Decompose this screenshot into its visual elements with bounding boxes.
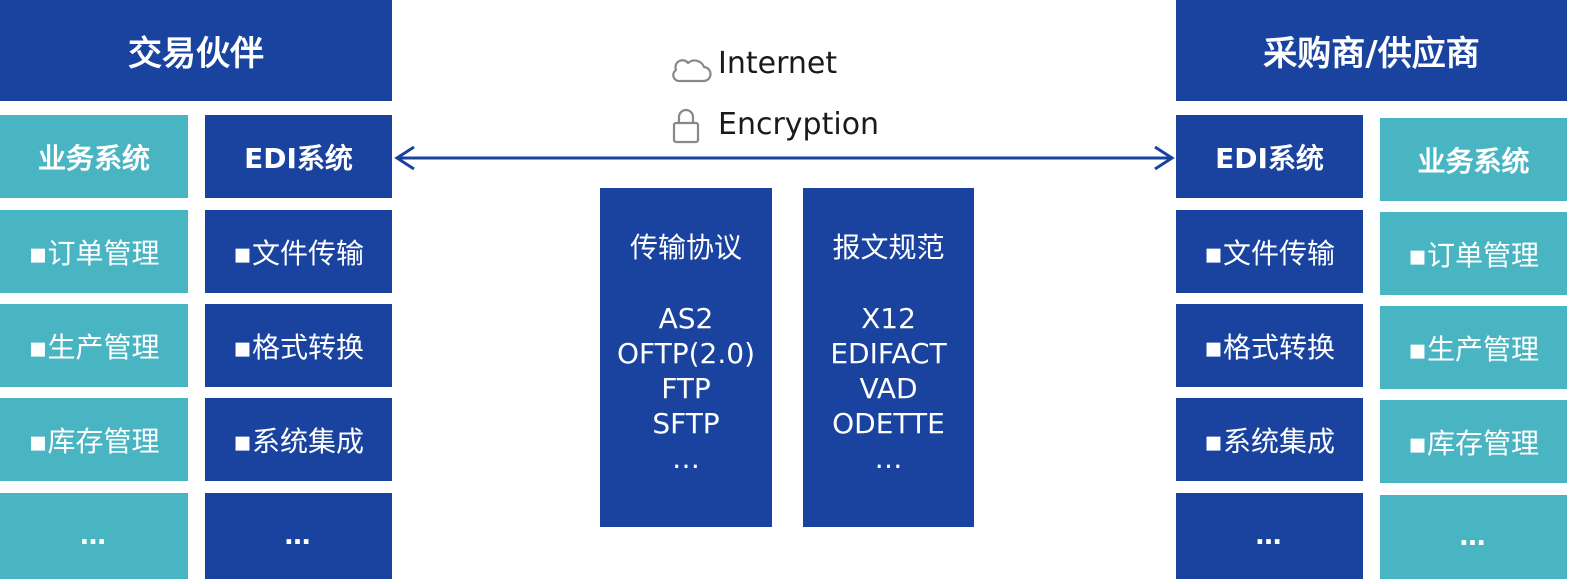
left-edi-item-more: … (205, 493, 392, 579)
left-business-item-more: … (0, 493, 188, 579)
right-business-item-more: … (1380, 495, 1567, 579)
left-business-item-production: ▪生产管理 (0, 304, 188, 387)
right-edi-item-more: … (1176, 493, 1363, 579)
right-business-item-production: ▪生产管理 (1380, 306, 1567, 389)
protocol-item: AS2 (658, 302, 714, 335)
right-edi-item-system-integration: ▪系统集成 (1176, 398, 1363, 481)
left-edi-item-system-integration: ▪系统集成 (205, 398, 392, 481)
cloud-icon (672, 59, 712, 83)
standard-item: … (874, 442, 903, 475)
standards-header: 报文规范 (832, 231, 945, 264)
left-business-item-order: ▪订单管理 (0, 210, 188, 293)
protocol-item: … (672, 442, 700, 475)
standard-item: X12 (861, 302, 916, 335)
left-title: 交易伙伴 (0, 0, 392, 101)
protocol-item: SFTP (652, 407, 720, 440)
right-business-item-order: ▪订单管理 (1380, 212, 1567, 295)
bidirectional-arrow (394, 145, 1175, 171)
left-edi-item-file-transfer: ▪文件传输 (205, 210, 392, 293)
right-edi-header: EDI系统 (1176, 115, 1363, 198)
protocols-header: 传输协议 (629, 231, 742, 264)
left-edi-header: EDI系统 (205, 115, 392, 198)
right-edi-item-file-transfer: ▪文件传输 (1176, 210, 1363, 293)
right-edi-item-format-conversion: ▪格式转换 (1176, 304, 1363, 387)
left-edi-item-format-conversion: ▪格式转换 (205, 304, 392, 387)
encryption-label: Encryption (718, 107, 880, 142)
left-business-item-inventory: ▪库存管理 (0, 398, 188, 481)
right-title: 采购商/供应商 (1176, 0, 1567, 101)
left-business-header: 业务系统 (0, 115, 188, 198)
standard-item: ODETTE (832, 407, 945, 440)
protocol-item: FTP (661, 372, 711, 405)
standard-item: VAD (859, 372, 918, 405)
standard-item: EDIFACT (830, 337, 947, 370)
right-business-header: 业务系统 (1380, 118, 1567, 201)
standards-box: 报文规范 X12 EDIFACT VAD ODETTE … (803, 188, 974, 527)
protocol-item: OFTP(2.0) (616, 337, 756, 370)
internet-label: Internet (718, 46, 838, 81)
right-business-item-inventory: ▪库存管理 (1380, 400, 1567, 483)
lock-icon (672, 108, 700, 144)
protocols-box: 传输协议 AS2 OFTP(2.0) FTP SFTP … (600, 188, 772, 527)
